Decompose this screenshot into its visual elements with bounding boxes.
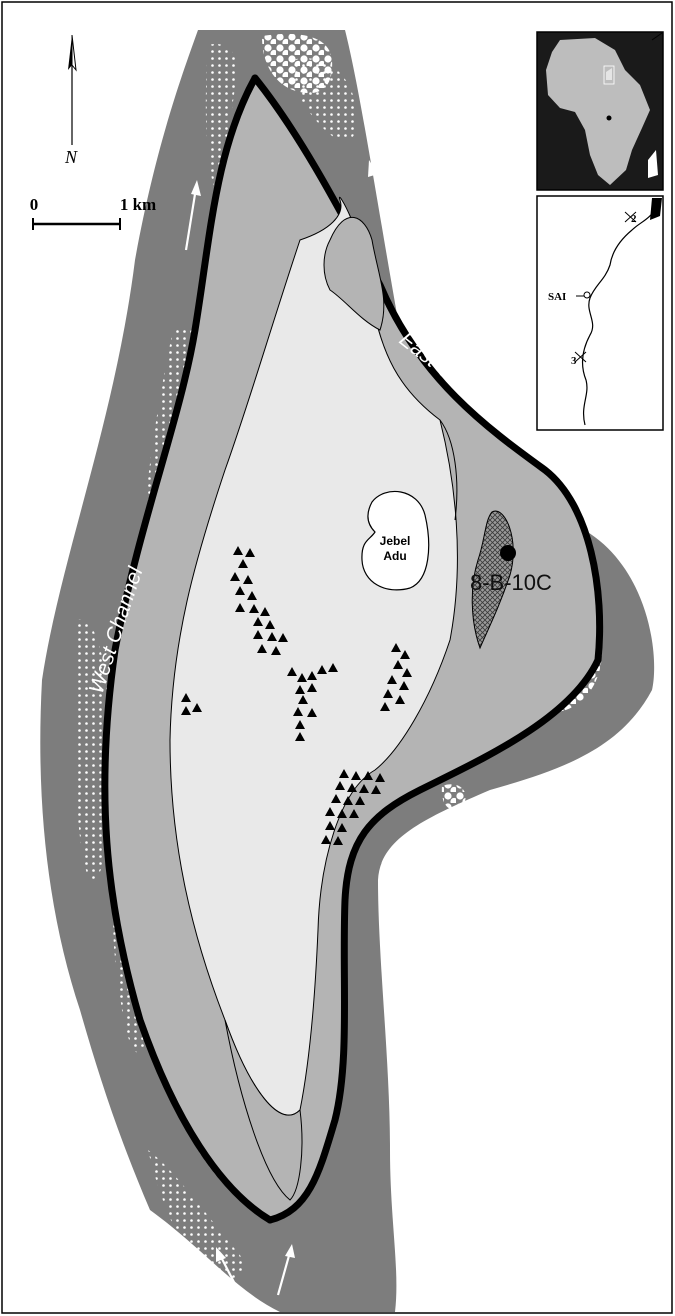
triangle-marker-icon (347, 783, 357, 792)
triangle-marker-icon (238, 559, 248, 568)
site-area (471, 510, 514, 650)
island-interior (169, 197, 458, 1116)
scale-bar (32, 218, 121, 230)
triangle-marker-icon (278, 633, 288, 642)
triangle-marker-icon (339, 769, 349, 778)
triangle-marker-icon (391, 643, 401, 652)
interior-spur (323, 217, 385, 331)
triangle-marker-icon (267, 632, 277, 641)
jebel-label-line2: Adu (383, 549, 406, 563)
scale-end-label: 1 km (120, 195, 156, 214)
triangle-marker-icon (295, 720, 305, 729)
triangle-marker-icon (245, 548, 255, 557)
triangle-marker-icon (298, 695, 308, 704)
triangle-marker-icon (349, 809, 359, 818)
triangle-marker-icon (321, 835, 331, 844)
triangle-marker-icon (331, 794, 341, 803)
triangle-marker-icon (243, 575, 253, 584)
triangle-marker-icon (295, 732, 305, 741)
flow-arrow-icon (276, 1244, 295, 1296)
triangle-marker-icon (253, 630, 263, 639)
triangle-marker-icon (265, 620, 275, 629)
west-bank (101, 74, 274, 1224)
triangle-marker-icon (235, 603, 245, 612)
triangle-marker-icon (181, 693, 191, 702)
triangle-marker-icon (383, 689, 393, 698)
inset-cataract-3: 3 (571, 355, 577, 367)
triangle-marker-icon (393, 660, 403, 669)
triangle-marker-icon (271, 646, 281, 655)
north-arrow-icon (68, 34, 77, 145)
triangle-marker-icon (359, 784, 369, 793)
triangle-marker-icon (192, 703, 202, 712)
triangle-marker-icon (387, 675, 397, 684)
africa-outline (546, 38, 650, 185)
triangle-marker-icon (307, 671, 317, 680)
triangle-marker-icon (230, 572, 240, 581)
triangle-marker-icon (295, 685, 305, 694)
triangle-marker-icon (343, 796, 353, 805)
triangle-marker-icon (351, 771, 361, 780)
triangle-marker-icon (293, 707, 303, 716)
triangle-markers (181, 546, 412, 845)
triangle-marker-icon (287, 667, 297, 676)
triangle-marker-icon (333, 836, 343, 845)
flow-arrow-icon (368, 160, 394, 221)
triangle-marker-icon (335, 781, 345, 790)
triangle-marker-icon (317, 665, 327, 674)
triangle-marker-icon (400, 650, 410, 659)
triangle-marker-icon (355, 796, 365, 805)
south-inner-zone (224, 1019, 303, 1201)
north-label: N (64, 147, 78, 167)
triangle-marker-icon (297, 673, 307, 682)
triangle-marker-icon (371, 785, 381, 794)
flow-arrow-icon (216, 1247, 239, 1291)
triangle-marker-icon (257, 644, 267, 653)
flow-arrows (184, 160, 394, 1296)
site-label: 8-B-10C (470, 570, 552, 595)
triangle-marker-icon (325, 821, 335, 830)
triangle-marker-icon (328, 663, 338, 672)
africa-inset (536, 31, 664, 191)
triangle-marker-icon (307, 708, 317, 717)
triangle-marker-icon (233, 546, 243, 555)
triangle-marker-icon (363, 771, 373, 780)
inset-cataract-2: 2 (631, 213, 637, 225)
inset-sai-label: SAI (548, 291, 566, 303)
nile-river-line (581, 204, 659, 426)
triangle-marker-icon (181, 706, 191, 715)
triangle-marker-icon (247, 591, 257, 600)
triangle-marker-icon (375, 773, 385, 782)
site-marker-icon (500, 545, 516, 561)
triangle-marker-icon (380, 702, 390, 711)
east-floodplain-boundary (439, 419, 458, 521)
east-bank (251, 74, 604, 1224)
scale-start-label: 0 (30, 195, 39, 214)
triangle-marker-icon (307, 683, 317, 692)
flow-arrow-icon (184, 180, 201, 251)
triangle-marker-icon (253, 617, 263, 626)
triangle-marker-icon (402, 668, 412, 677)
triangle-marker-icon (337, 823, 347, 832)
triangle-marker-icon (249, 604, 259, 613)
triangle-marker-icon (395, 695, 405, 704)
triangle-marker-icon (235, 586, 245, 595)
triangle-marker-icon (325, 807, 335, 816)
jebel-adu (361, 490, 430, 591)
jebel-label-line1: Jebel (380, 534, 411, 548)
triangle-marker-icon (337, 809, 347, 818)
triangle-marker-icon (260, 607, 270, 616)
nile-inset (536, 195, 664, 431)
triangle-marker-icon (399, 681, 409, 690)
